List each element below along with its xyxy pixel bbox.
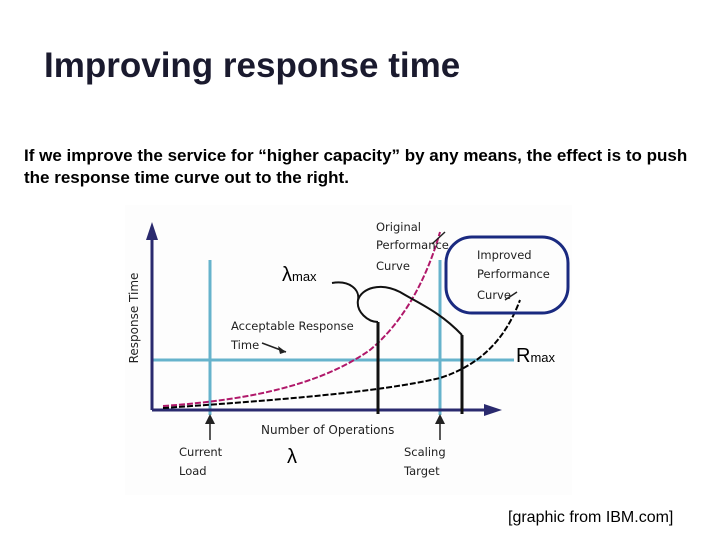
improved-performance-curve xyxy=(162,299,521,409)
y-axis-arrowhead xyxy=(146,222,158,240)
current-load-label-line-2: Load xyxy=(179,464,207,478)
lambda-max-bracket xyxy=(331,281,463,336)
original-curve-label-line-3: Curve xyxy=(376,259,410,273)
acceptable-response-label-line-2: Time xyxy=(230,338,259,352)
current-load-label-line-1: Current xyxy=(179,445,223,459)
x-axis-label: Number of Operations xyxy=(261,423,394,437)
original-curve-label: Original Performance Curve xyxy=(376,220,453,273)
improved-curve-highlight xyxy=(444,235,570,315)
acceptable-pointer-head xyxy=(278,346,286,354)
r-max-symbol: R xyxy=(516,345,530,367)
r-max-sub: max xyxy=(530,350,555,365)
lambda-max-label: λmax xyxy=(282,264,317,286)
original-curve-label-line-2: Performance xyxy=(376,238,449,252)
original-performance-curve xyxy=(162,231,441,407)
image-credit: [graphic from IBM.com] xyxy=(508,509,674,526)
lambda-max-symbol: λ xyxy=(282,264,292,286)
improved-label-pointer xyxy=(504,291,518,301)
scaling-target-label-line-2: Target xyxy=(403,464,440,478)
slide-title: Improving response time xyxy=(44,46,461,85)
acceptable-response-label: Acceptable Response Time xyxy=(230,319,357,352)
slide-subtitle: If we improve the service for “higher ca… xyxy=(24,146,688,187)
lambda-max-sub: max xyxy=(292,269,317,284)
original-curve-label-line-1: Original xyxy=(376,220,421,234)
current-load-label: Current Load xyxy=(179,445,226,478)
improved-curve-label-line-3: Curve xyxy=(477,288,511,302)
current-load-pointer-head xyxy=(205,414,215,424)
improved-curve-label-line-1: Improved xyxy=(477,248,532,262)
improved-curve-label-line-2: Performance xyxy=(477,267,550,281)
lambda-label: λ xyxy=(287,446,297,468)
improved-curve-label: Improved Performance Curve xyxy=(477,248,554,302)
figure-background xyxy=(125,205,572,495)
y-axis-label: Response Time xyxy=(127,273,141,364)
scaling-target-label-line-1: Scaling xyxy=(404,445,446,459)
acceptable-response-label-line-1: Acceptable Response xyxy=(231,319,354,333)
scaling-target-pointer-head xyxy=(435,414,445,424)
original-label-pointer xyxy=(431,231,446,245)
x-axis-arrowhead xyxy=(484,404,502,416)
scaling-target-label: Scaling Target xyxy=(403,445,449,478)
r-max-label: Rmax xyxy=(516,345,556,367)
